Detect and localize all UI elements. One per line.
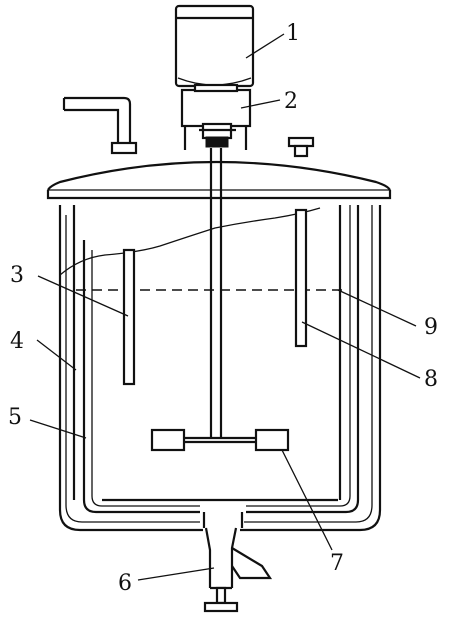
jacket-inner: [82, 205, 360, 514]
label-baffle-right: 8: [424, 367, 438, 392]
label-baffle-left: 3: [10, 263, 24, 288]
label-outlet-valve: 6: [118, 571, 132, 596]
impeller: [150, 428, 290, 452]
vessel-lid: [46, 160, 392, 200]
jacket-outer: [58, 205, 382, 532]
vessel-body: [59, 205, 342, 502]
baffle-left: [122, 248, 136, 386]
inlet-pipe: [62, 96, 138, 155]
label-liquid-level: 9: [424, 315, 438, 340]
label-jacket-outer: 4: [10, 329, 24, 354]
agitator-shaft: [209, 148, 223, 438]
leader-lines: [29, 33, 421, 581]
baffle-right: [294, 208, 308, 348]
reducer: [180, 83, 252, 150]
label-impeller: 7: [330, 551, 344, 576]
motor: [174, 4, 255, 88]
label-reducer: 2: [284, 89, 298, 114]
label-jacket-inner: 5: [8, 405, 22, 430]
right-nozzle: [287, 136, 315, 158]
label-motor: 1: [286, 21, 300, 46]
outlet-valve: [202, 512, 273, 613]
